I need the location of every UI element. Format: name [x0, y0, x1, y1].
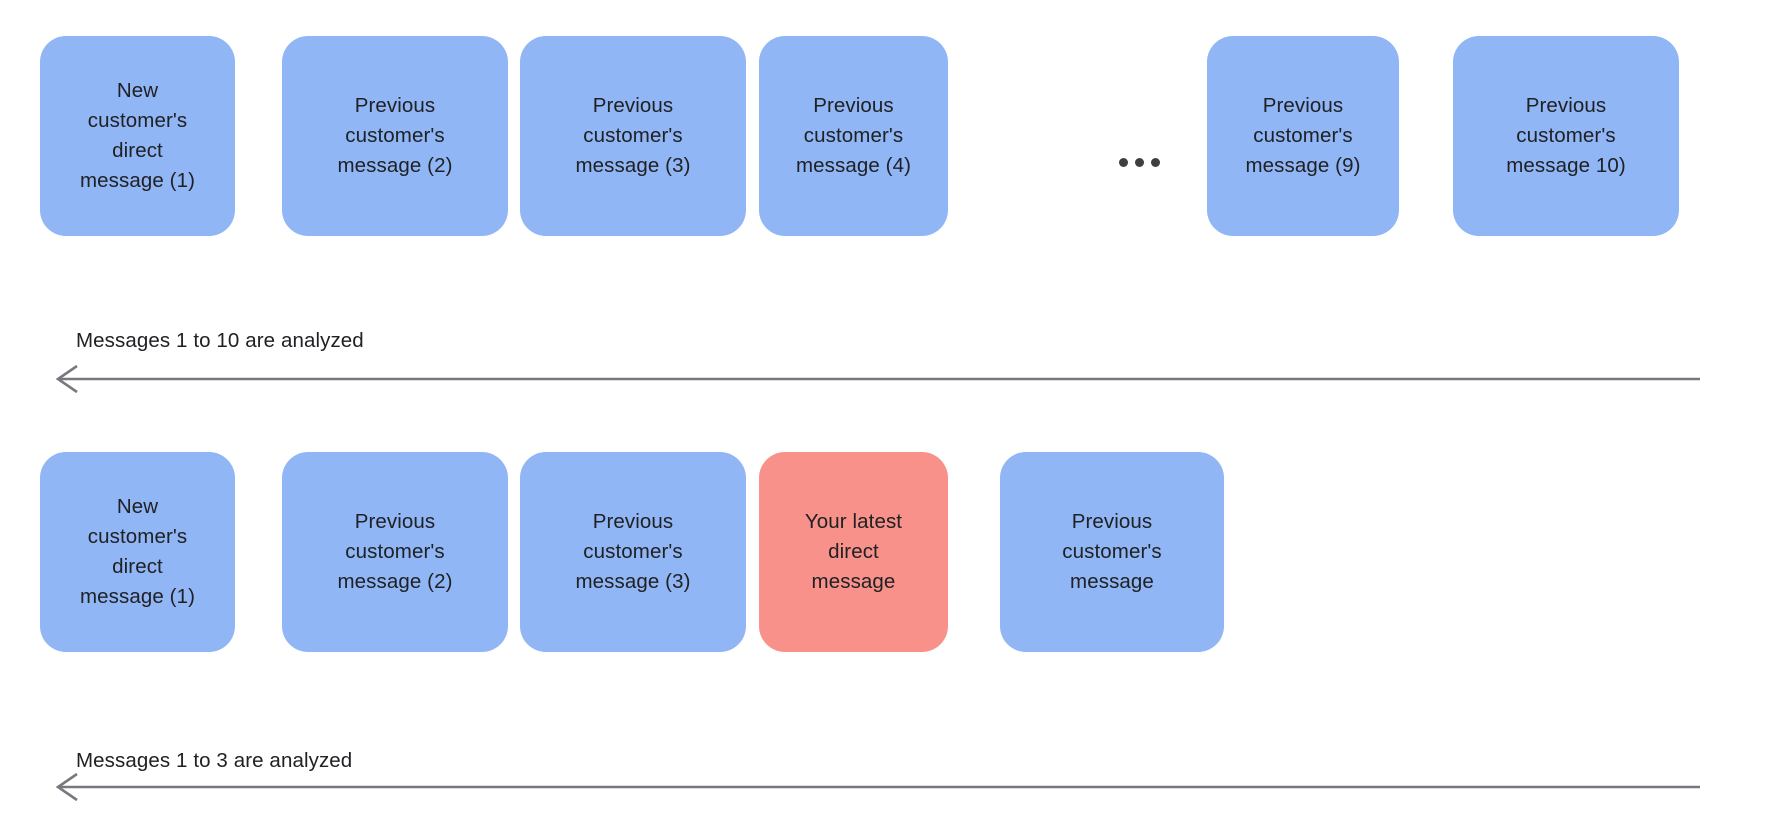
- row1-arrow: [55, 364, 1700, 394]
- message-card-row1-1: New customer's direct message (1): [40, 36, 235, 236]
- row1-caption: Messages 1 to 10 are analyzed: [76, 329, 364, 352]
- message-card-row1-5: Previous customer's message (9): [1207, 36, 1399, 236]
- message-card-row1-2: Previous customer's message (2): [282, 36, 508, 236]
- message-card-row2-4: Your latest direct message: [759, 452, 948, 652]
- row2-caption: Messages 1 to 3 are analyzed: [76, 749, 353, 772]
- message-card-row2-1: New customer's direct message (1): [40, 452, 235, 652]
- ellipsis-icon: [1119, 158, 1160, 167]
- message-card-row1-4: Previous customer's message (4): [759, 36, 948, 236]
- message-card-row2-2: Previous customer's message (2): [282, 452, 508, 652]
- message-card-row1-3: Previous customer's message (3): [520, 36, 746, 236]
- message-card-row2-3: Previous customer's message (3): [520, 452, 746, 652]
- row2-arrow: [55, 772, 1700, 802]
- message-card-row2-5: Previous customer's message: [1000, 452, 1224, 652]
- message-card-row1-6: Previous customer's message 10): [1453, 36, 1679, 236]
